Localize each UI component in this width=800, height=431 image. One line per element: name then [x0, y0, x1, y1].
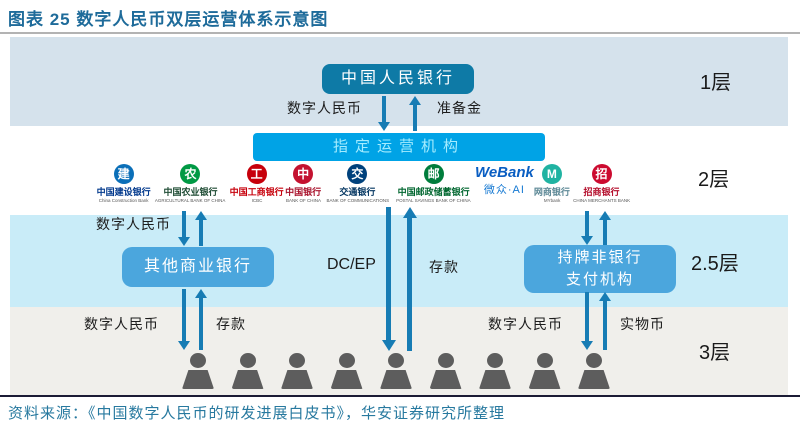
down-arrow-licensed-to-users: [585, 292, 589, 341]
bank-name: 交通银行: [339, 187, 376, 197]
up-arrow-operator-to-pboc: [413, 105, 417, 131]
down-arrow-to-licensed-nonbank: [585, 211, 589, 236]
bank-name: 中国银行: [285, 187, 322, 197]
layer-label-1: 1层: [700, 72, 732, 94]
user-person-icon: [478, 353, 512, 391]
central-bank-node: 中国人民银行: [322, 64, 474, 94]
flow-label-digital-rmb-bottom-right: 数字人民币: [488, 316, 563, 332]
person-head: [338, 353, 355, 368]
user-person-icon: [280, 353, 314, 391]
up-arrow-users-to-licensed: [603, 301, 607, 350]
person-torso: [429, 370, 462, 389]
bank-subtitle: BANK OF CHINA: [285, 198, 321, 204]
icbc-logo-icon: 工: [246, 164, 267, 184]
down-arrow-to-other-banks: [182, 211, 186, 237]
flow-label-digital-rmb-tier1: 数字人民币: [287, 100, 362, 116]
layer-label-3: 3层: [699, 342, 731, 364]
up-arrow-deposit-from-users: [407, 218, 412, 351]
person-head: [289, 353, 305, 368]
bank-subtitle: AGRICULTURAL BANK OF CHINA: [155, 198, 226, 204]
person-torso: [380, 370, 412, 389]
layer-label-2: 2层: [698, 169, 730, 191]
person-torso: [578, 370, 610, 389]
bank-name: WeBank: [474, 164, 534, 181]
bank-subtitle: 微众·AI: [483, 184, 525, 196]
bank-subtitle: MYbank: [543, 198, 561, 204]
flow-label-digital-rmb-tier2: 数字人民币: [96, 216, 171, 232]
down-arrow-dcep-to-users: [386, 207, 391, 340]
licensed-nonbank-node: 持牌非银行 支付机构: [524, 245, 676, 293]
up-arrow-from-other-banks: [199, 220, 203, 246]
bank-subtitle: POSTAL SAVINGS BANK OF CHINA: [396, 198, 471, 204]
bocom-logo-icon: 交: [347, 164, 368, 184]
bank-subtitle: ICBC: [251, 198, 263, 204]
bank-name: 网商银行: [533, 187, 570, 197]
abc-logo-icon: 农: [180, 164, 201, 184]
user-person-icon: [231, 353, 265, 391]
person-torso: [479, 370, 511, 389]
user-person-icon: [528, 353, 562, 391]
up-arrow-from-licensed-nonbank: [603, 220, 607, 245]
boc-logo-icon: 中: [293, 164, 314, 184]
down-arrow-other-banks-to-users: [182, 289, 186, 341]
bank-name: 中国建设银行: [96, 187, 151, 197]
person-head: [190, 353, 206, 368]
bank-name: 中国工商银行: [229, 187, 284, 197]
user-person-icon: [577, 353, 611, 391]
bank-subtitle: BANK OF COMMUNICATIONS: [326, 198, 389, 204]
footer-divider: [0, 395, 800, 397]
bank-subtitle: CHINA MERCHANTS BANK: [573, 198, 631, 204]
person-head: [487, 353, 503, 368]
layer-label-2-5: 2.5层: [691, 253, 739, 275]
licensed-nonbank-line1: 持牌非银行: [557, 249, 643, 266]
bank-name: 中国邮政储蓄银行: [397, 187, 470, 197]
person-torso: [528, 370, 561, 389]
title-divider: [0, 32, 800, 34]
bank-name: 招商银行: [583, 187, 620, 197]
flow-label-digital-rmb-bottom-left: 数字人民币: [84, 316, 159, 332]
person-torso: [231, 370, 264, 389]
person-head: [586, 353, 602, 368]
figure-title: 图表 25 数字人民币双层运营体系示意图: [8, 10, 329, 29]
person-head: [388, 353, 404, 368]
person-torso: [330, 370, 363, 389]
flow-label-dcep: DC/EP: [327, 256, 376, 273]
psbc-logo-icon: 邮: [423, 164, 444, 184]
users-row: [181, 351, 611, 391]
flow-label-deposit-mid: 存款: [429, 259, 459, 275]
user-person-icon: [330, 353, 364, 391]
bank-name: 中国农业银行: [163, 187, 218, 197]
licensed-nonbank-line2: 支付机构: [565, 271, 634, 288]
flow-label-reserves: 准备金: [437, 100, 482, 116]
mybank-logo-icon: M: [541, 164, 562, 184]
cmb-logo-icon: 招: [591, 164, 612, 184]
designated-operator-node: 指定运营机构: [253, 133, 545, 161]
ccb-logo-icon: 建: [113, 164, 134, 184]
person-head: [437, 353, 454, 368]
user-person-icon: [429, 353, 463, 391]
bank-webank: WeBank 微众·AI: [475, 164, 534, 197]
person-torso: [182, 370, 214, 389]
down-arrow-pboc-to-operator: [382, 96, 386, 122]
person-head: [536, 353, 553, 368]
person-head: [239, 353, 256, 368]
bank-subtitle: China Construction Bank: [98, 198, 149, 204]
other-commercial-banks-node: 其他商业银行: [122, 247, 274, 287]
source-note: 资料来源：《中国数字人民币的研发进展白皮书》，华安证券研究所整理: [8, 405, 506, 422]
up-arrow-users-to-other-banks: [199, 298, 203, 350]
flow-label-physical-cash: 实物币: [620, 316, 665, 332]
user-person-icon: [181, 353, 215, 391]
user-person-icon: [379, 353, 413, 391]
person-torso: [281, 370, 313, 389]
flow-label-deposit-bottom-left: 存款: [216, 316, 246, 332]
